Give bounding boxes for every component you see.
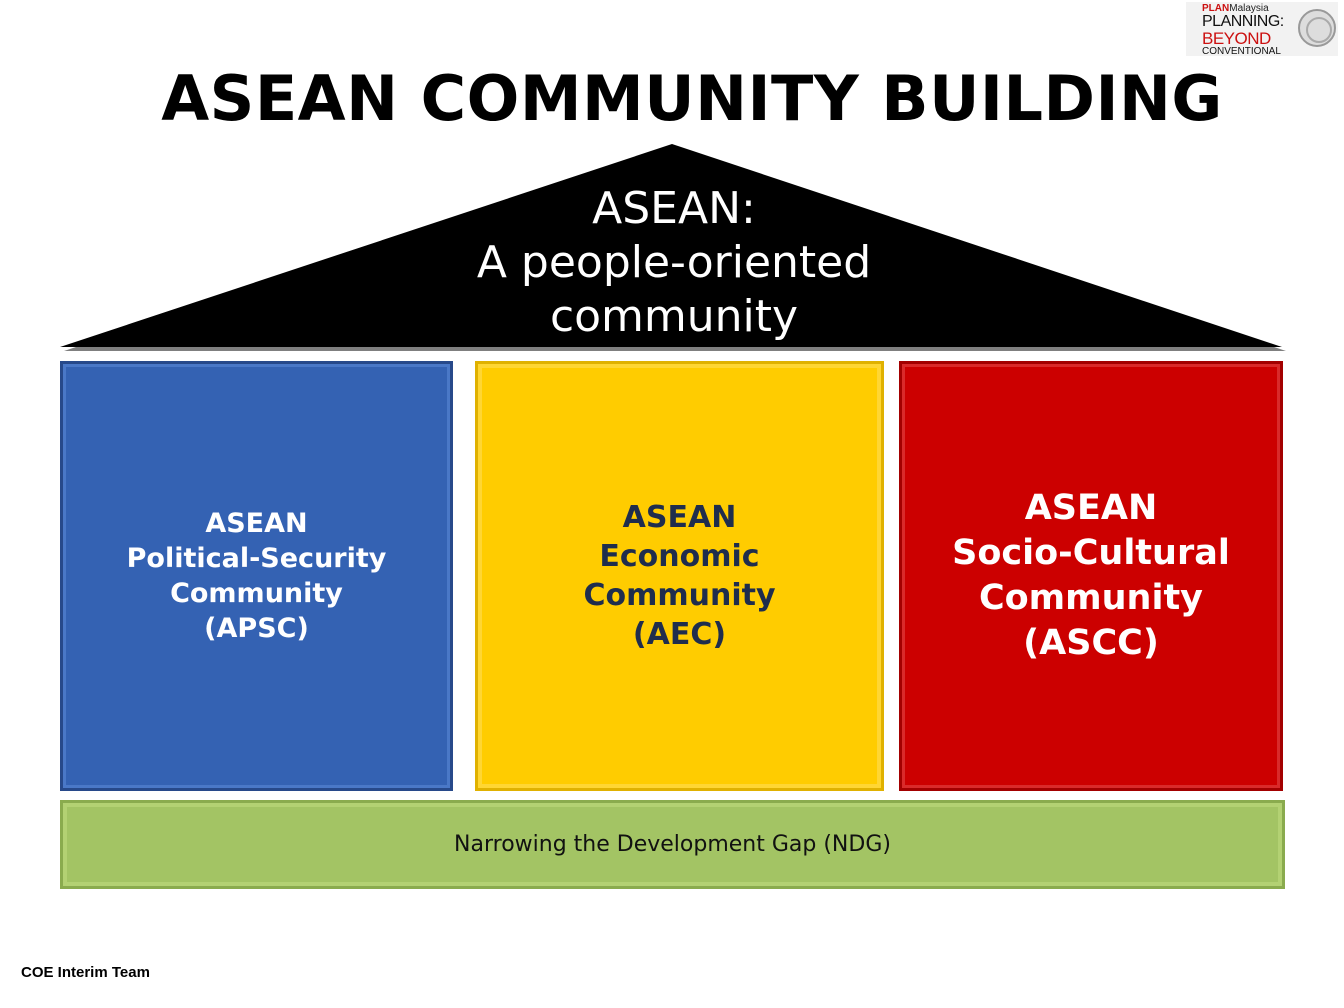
roof-label: ASEAN: A people-oriented community <box>374 182 974 344</box>
roof-line-3: community <box>549 291 799 342</box>
footer-credit: COE Interim Team <box>21 964 150 981</box>
pillar-aec-label: ASEAN Economic Community (AEC) <box>583 500 776 652</box>
roof-shape <box>60 144 1282 347</box>
planmalaysia-logo: PLANMalaysia PLANNING: BEYOND CONVENTION… <box>1186 2 1338 57</box>
pillar-apsc: ASEAN Political-Security Community (APSC… <box>60 361 453 791</box>
logo-line-1: PLANMalaysia <box>1202 3 1269 14</box>
logo-line-2: PLANNING: <box>1202 13 1284 30</box>
pillar-apsc-label: ASEAN Political-Security Community (APSC… <box>126 508 387 644</box>
roof-line-1: ASEAN: <box>592 183 756 234</box>
pillar-ascc: ASEAN Socio-Cultural Community (ASCC) <box>899 361 1283 791</box>
foundation-label: Narrowing the Development Gap (NDG) <box>454 832 891 857</box>
seal-icon <box>1298 9 1336 47</box>
pillar-ascc-label: ASEAN Socio-Cultural Community (ASCC) <box>952 488 1230 663</box>
roof-line-2: A people-oriented <box>476 237 872 288</box>
roof-triangle <box>60 144 1286 351</box>
foundation-ndg: Narrowing the Development Gap (NDG) <box>60 800 1285 889</box>
logo-line-3: BEYOND <box>1202 29 1271 48</box>
page-title: ASEAN COMMUNITY BUILDING <box>161 62 1223 135</box>
pillar-aec: ASEAN Economic Community (AEC) <box>475 361 884 791</box>
logo-wordmark: PLANMalaysia PLANNING: BEYOND CONVENTION… <box>1202 4 1284 57</box>
logo-line-4: CONVENTIONAL <box>1202 46 1281 57</box>
